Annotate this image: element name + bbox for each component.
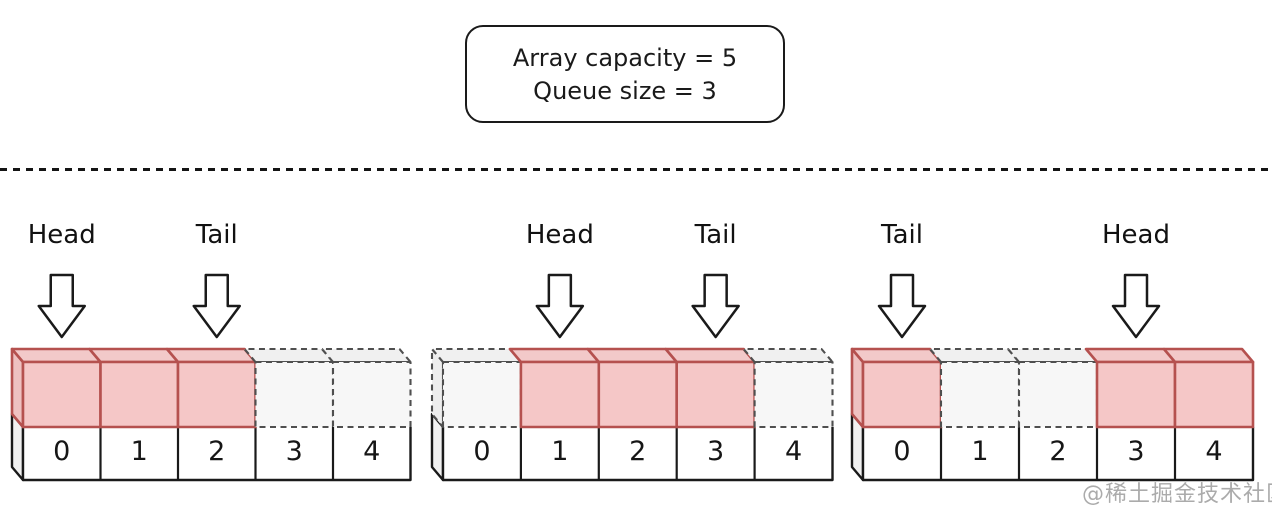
cell-box-filled-front-face	[1095, 360, 1177, 429]
watermark-text: @稀土掘金技术社区	[1082, 482, 1272, 507]
cell-box-filled-front-face	[675, 360, 756, 429]
cell-box-empty-top-face	[243, 347, 335, 364]
cell-box-filled-top-face	[508, 347, 601, 364]
down-arrow-tail	[877, 273, 927, 339]
index-cell-number: 3	[285, 436, 303, 467]
down-arrow-head	[1111, 273, 1161, 339]
dashed-divider-line	[0, 168, 1272, 172]
index-cell-number: 4	[784, 436, 803, 467]
cell-box-filled-top-face	[88, 347, 180, 364]
cell-box-filled-front-face	[597, 360, 678, 429]
index-cell-number: 4	[363, 436, 381, 467]
cell-box-empty-top-face	[928, 347, 1021, 364]
cell-box-empty-front-face	[331, 360, 412, 429]
index-cell-number: 2	[1049, 436, 1067, 467]
cell-box-empty-front-face	[254, 360, 335, 429]
cell-box-empty-front-face	[441, 360, 522, 429]
title-line-size: Queue size = 3	[533, 76, 717, 105]
queue-state-3	[850, 273, 1255, 482]
down-arrow-head	[535, 273, 585, 339]
down-arrow-tail	[192, 273, 241, 339]
cell-box-filled-top-face	[165, 347, 257, 364]
cell-box-filled-front-face	[176, 360, 257, 429]
index-cell-number: 4	[1205, 436, 1223, 467]
cell-box-filled-top-face	[850, 347, 943, 364]
cell-box-empty-top-face	[742, 347, 834, 364]
title-box: Array capacity = 5 Queue size = 3	[465, 25, 785, 123]
cell-box-empty-front-face	[753, 360, 834, 429]
cell-box-filled-top-face	[1084, 347, 1177, 364]
cell-box-empty-top-face	[320, 347, 412, 364]
cell-box-filled-front-face	[21, 360, 102, 429]
queue-state-2	[430, 273, 834, 482]
index-row-outline	[441, 427, 834, 482]
pointer-label-head: Head	[27, 220, 96, 250]
index-row-front-face	[863, 427, 1253, 480]
cell-box-empty-front-face	[1017, 360, 1099, 429]
cell-box-filled-front-face	[99, 360, 180, 429]
pointer-label-tail: Tail	[881, 220, 923, 250]
pointer-label-tail: Tail	[195, 220, 238, 250]
cell-box-empty-top-face	[1006, 347, 1099, 364]
index-cell-number: 0	[53, 436, 71, 467]
cell-box-filled-front-face	[519, 360, 601, 429]
cell-box-filled-top-face	[1162, 347, 1255, 364]
pointer-label-head: Head	[525, 220, 594, 250]
cell-box-filled-front-face	[1173, 360, 1255, 429]
index-cell-number: 0	[893, 436, 911, 467]
index-cell-number: 0	[473, 436, 491, 467]
index-cell-number: 1	[551, 436, 569, 467]
index-cell-number: 3	[1127, 436, 1145, 467]
index-cell-number: 1	[971, 436, 989, 467]
cell-box-filled-top-face	[10, 347, 102, 364]
cell-box-filled-front-face	[861, 360, 943, 429]
index-row-outline	[21, 427, 412, 482]
title-line-capacity: Array capacity = 5	[512, 43, 738, 72]
queue-state-1	[10, 273, 412, 482]
pointer-label-head: Head	[1102, 220, 1170, 250]
index-cell-number: 2	[208, 436, 226, 467]
index-row-front-face	[23, 427, 411, 480]
index-cell-number: 3	[707, 436, 725, 467]
index-cell-number: 1	[130, 436, 148, 467]
down-arrow-tail	[691, 273, 740, 339]
down-arrow-head	[37, 273, 86, 339]
index-row-outline	[861, 427, 1255, 482]
index-cell-number: 2	[629, 436, 647, 467]
index-row-front-face	[443, 427, 833, 480]
cell-box-empty-top-face	[430, 347, 522, 364]
cell-box-empty-front-face	[939, 360, 1021, 429]
cell-box-filled-top-face	[586, 347, 679, 364]
cell-box-filled-top-face	[664, 347, 756, 364]
pointer-label-tail: Tail	[694, 220, 737, 250]
